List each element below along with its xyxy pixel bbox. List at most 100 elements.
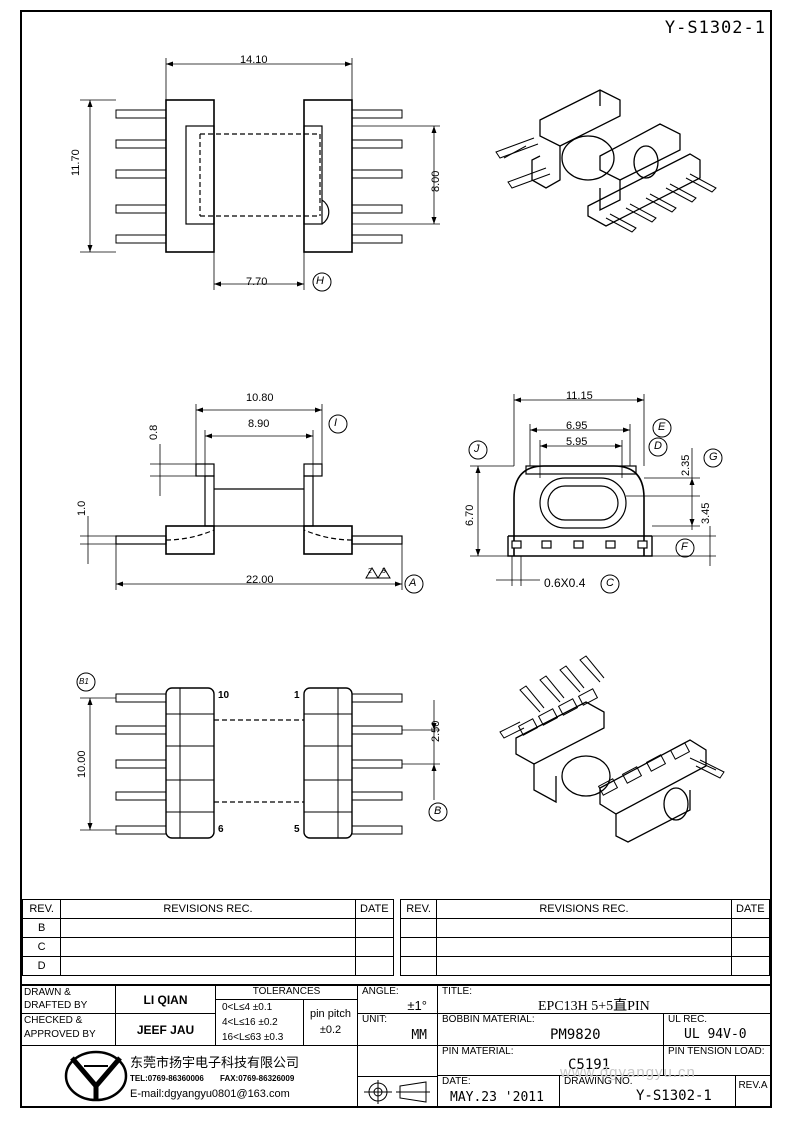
rev-header-right: REV.	[399, 899, 438, 919]
rev-row-label: D	[21, 956, 62, 976]
drawing-frame	[20, 10, 772, 1108]
bobbin-value: PM9820	[550, 1027, 601, 1043]
dim-side-length: 22.00	[246, 574, 274, 586]
rev-header: REV.	[21, 899, 62, 919]
company-logo-icon	[64, 1050, 128, 1102]
pin-material-label: PIN MATERIAL:	[442, 1046, 514, 1057]
marker-j: J	[474, 443, 480, 455]
bobbin-label: BOBBIN MATERIAL:	[442, 1014, 535, 1025]
marker-b1: B1	[79, 677, 89, 686]
dim-side-outer: 10.80	[246, 392, 274, 404]
tolerance-3: 16<L≤63 ±0.3	[222, 1032, 284, 1043]
drawing-no-cell: DRAWING NO. Y-S1302-1	[560, 1076, 736, 1108]
date-header: DATE	[354, 899, 394, 919]
dim-front-mid-v: 3.45	[700, 502, 712, 524]
marker-e: E	[658, 421, 666, 433]
title-label: TITLE:	[442, 986, 473, 997]
dim-top-bottom: 7.70	[246, 276, 268, 288]
company-cell: 东莞市扬宇电子科技有限公司 TEL:0769-86360006 FAX:0769…	[22, 1046, 358, 1108]
pin-pitch-value: ±0.2	[319, 1024, 342, 1036]
rev-triangles: 2 3	[368, 568, 390, 575]
bobbin-cell: BOBBIN MATERIAL: PM9820	[438, 1014, 664, 1046]
dim-front-height: 6.70	[464, 504, 476, 526]
dim-bottom-pitch: 2.50	[430, 720, 442, 742]
marker-f: F	[681, 541, 688, 553]
date-value: MAY.23 '2011	[450, 1090, 544, 1105]
company-tel: TEL:0769-86360006	[130, 1074, 204, 1083]
dim-front-outer: 11.15	[566, 390, 593, 402]
pin-tension-label: PIN TENSION LOAD:	[668, 1046, 765, 1057]
dim-front-mid: 6.95	[566, 420, 588, 432]
date-cell: DATE: MAY.23 '2011	[438, 1076, 560, 1108]
bottom-view	[76, 672, 448, 839]
dim-top-inner: 8.00	[430, 170, 442, 192]
drawn-label: DRAWN & DRAFTED BY	[22, 986, 116, 1014]
marker-d: D	[654, 440, 662, 452]
dim-side-inner: 8.90	[248, 418, 270, 430]
pin-label-10: 10	[218, 690, 230, 701]
pin-tension-cell: PIN TENSION LOAD:	[664, 1046, 770, 1076]
marker-g: G	[709, 451, 718, 463]
dim-bottom-span: 10.00	[76, 750, 88, 778]
title-value: EPC13H 5+5直PIN	[538, 999, 650, 1014]
unit-label: UNIT:	[362, 1014, 387, 1025]
projection-cell	[358, 1076, 438, 1108]
pin-material-cell: PIN MATERIAL: C5191	[438, 1046, 664, 1076]
rev-row-label: C	[21, 937, 62, 957]
title-cell: TITLE: EPC13H 5+5直PIN	[438, 986, 770, 1014]
company-email: E-mail:dgyangyu0801@163.com	[130, 1088, 290, 1100]
pin-label-6: 6	[218, 824, 224, 835]
dim-front-inner: 5.95	[566, 436, 588, 448]
title-block	[22, 984, 770, 1110]
pin-label-5: 5	[294, 824, 300, 835]
checked-value: JEEF JAU	[116, 1014, 216, 1046]
angle-cell: ANGLE: ±1°	[358, 986, 438, 1014]
date-header-right: DATE	[730, 899, 771, 919]
dim-side-small: 0.8	[148, 424, 160, 440]
front-view	[468, 394, 723, 594]
tolerances-label: TOLERANCES	[216, 986, 358, 1000]
unit-value: MM	[411, 1028, 427, 1043]
ul-label: UL REC.	[668, 1014, 708, 1025]
dim-pin-size: 0.6X0.4	[544, 576, 586, 590]
top-view	[80, 58, 440, 292]
watermark: www.dgyangyu.cn	[560, 1064, 696, 1081]
revision-table: REV. REVISIONS REC. DATE REV. REVISIONS …	[21, 899, 771, 976]
angle-value: ±1°	[407, 998, 427, 1013]
angle-label: ANGLE:	[362, 986, 399, 997]
side-view	[80, 404, 424, 594]
drawing-number: Y-S1302-1	[664, 18, 766, 38]
revision-row: C	[21, 937, 771, 957]
drawing-no-value: Y-S1302-1	[636, 1088, 712, 1104]
date-label: DATE:	[442, 1076, 471, 1087]
revision-row: D	[21, 956, 771, 976]
dim-top-height: 11.70	[70, 149, 82, 176]
isometric-bottom	[499, 655, 725, 843]
pin-material-value: C5191	[568, 1057, 611, 1073]
revisions-header-right: REVISIONS REC.	[436, 899, 732, 919]
marker-b: B	[434, 805, 442, 817]
revisions-header: REVISIONS REC.	[60, 899, 356, 919]
isometric-top	[495, 89, 717, 233]
marker-a: A	[409, 577, 417, 589]
ul-value: UL 94V-0	[684, 1027, 747, 1042]
marker-i: I	[334, 417, 338, 429]
rev-cell: REV.A	[738, 1080, 768, 1091]
dim-side-pin: 1.0	[76, 500, 88, 516]
ul-cell: UL REC. UL 94V-0	[664, 1014, 770, 1046]
company-fax: FAX:0769-86326009	[220, 1074, 295, 1083]
pin-pitch-cell: pin pitch ±0.2	[304, 1000, 358, 1046]
rev-row-label: B	[21, 918, 62, 938]
dim-front-top: 2.35	[680, 454, 692, 476]
tolerance-1: 0<L≤4 ±0.1	[222, 1002, 273, 1013]
tolerance-2: 4<L≤16 ±0.2	[222, 1017, 278, 1028]
projection-symbol	[364, 1080, 430, 1104]
marker-h: H	[316, 275, 324, 287]
unit-cell: UNIT: MM	[358, 1014, 438, 1046]
drawing-no-label: DRAWING NO.	[564, 1076, 633, 1087]
revision-row: B	[21, 918, 771, 938]
blank-cell	[358, 1046, 438, 1076]
company-name: 东莞市扬宇电子科技有限公司	[130, 1056, 300, 1071]
pin-label-1: 1	[294, 690, 300, 701]
